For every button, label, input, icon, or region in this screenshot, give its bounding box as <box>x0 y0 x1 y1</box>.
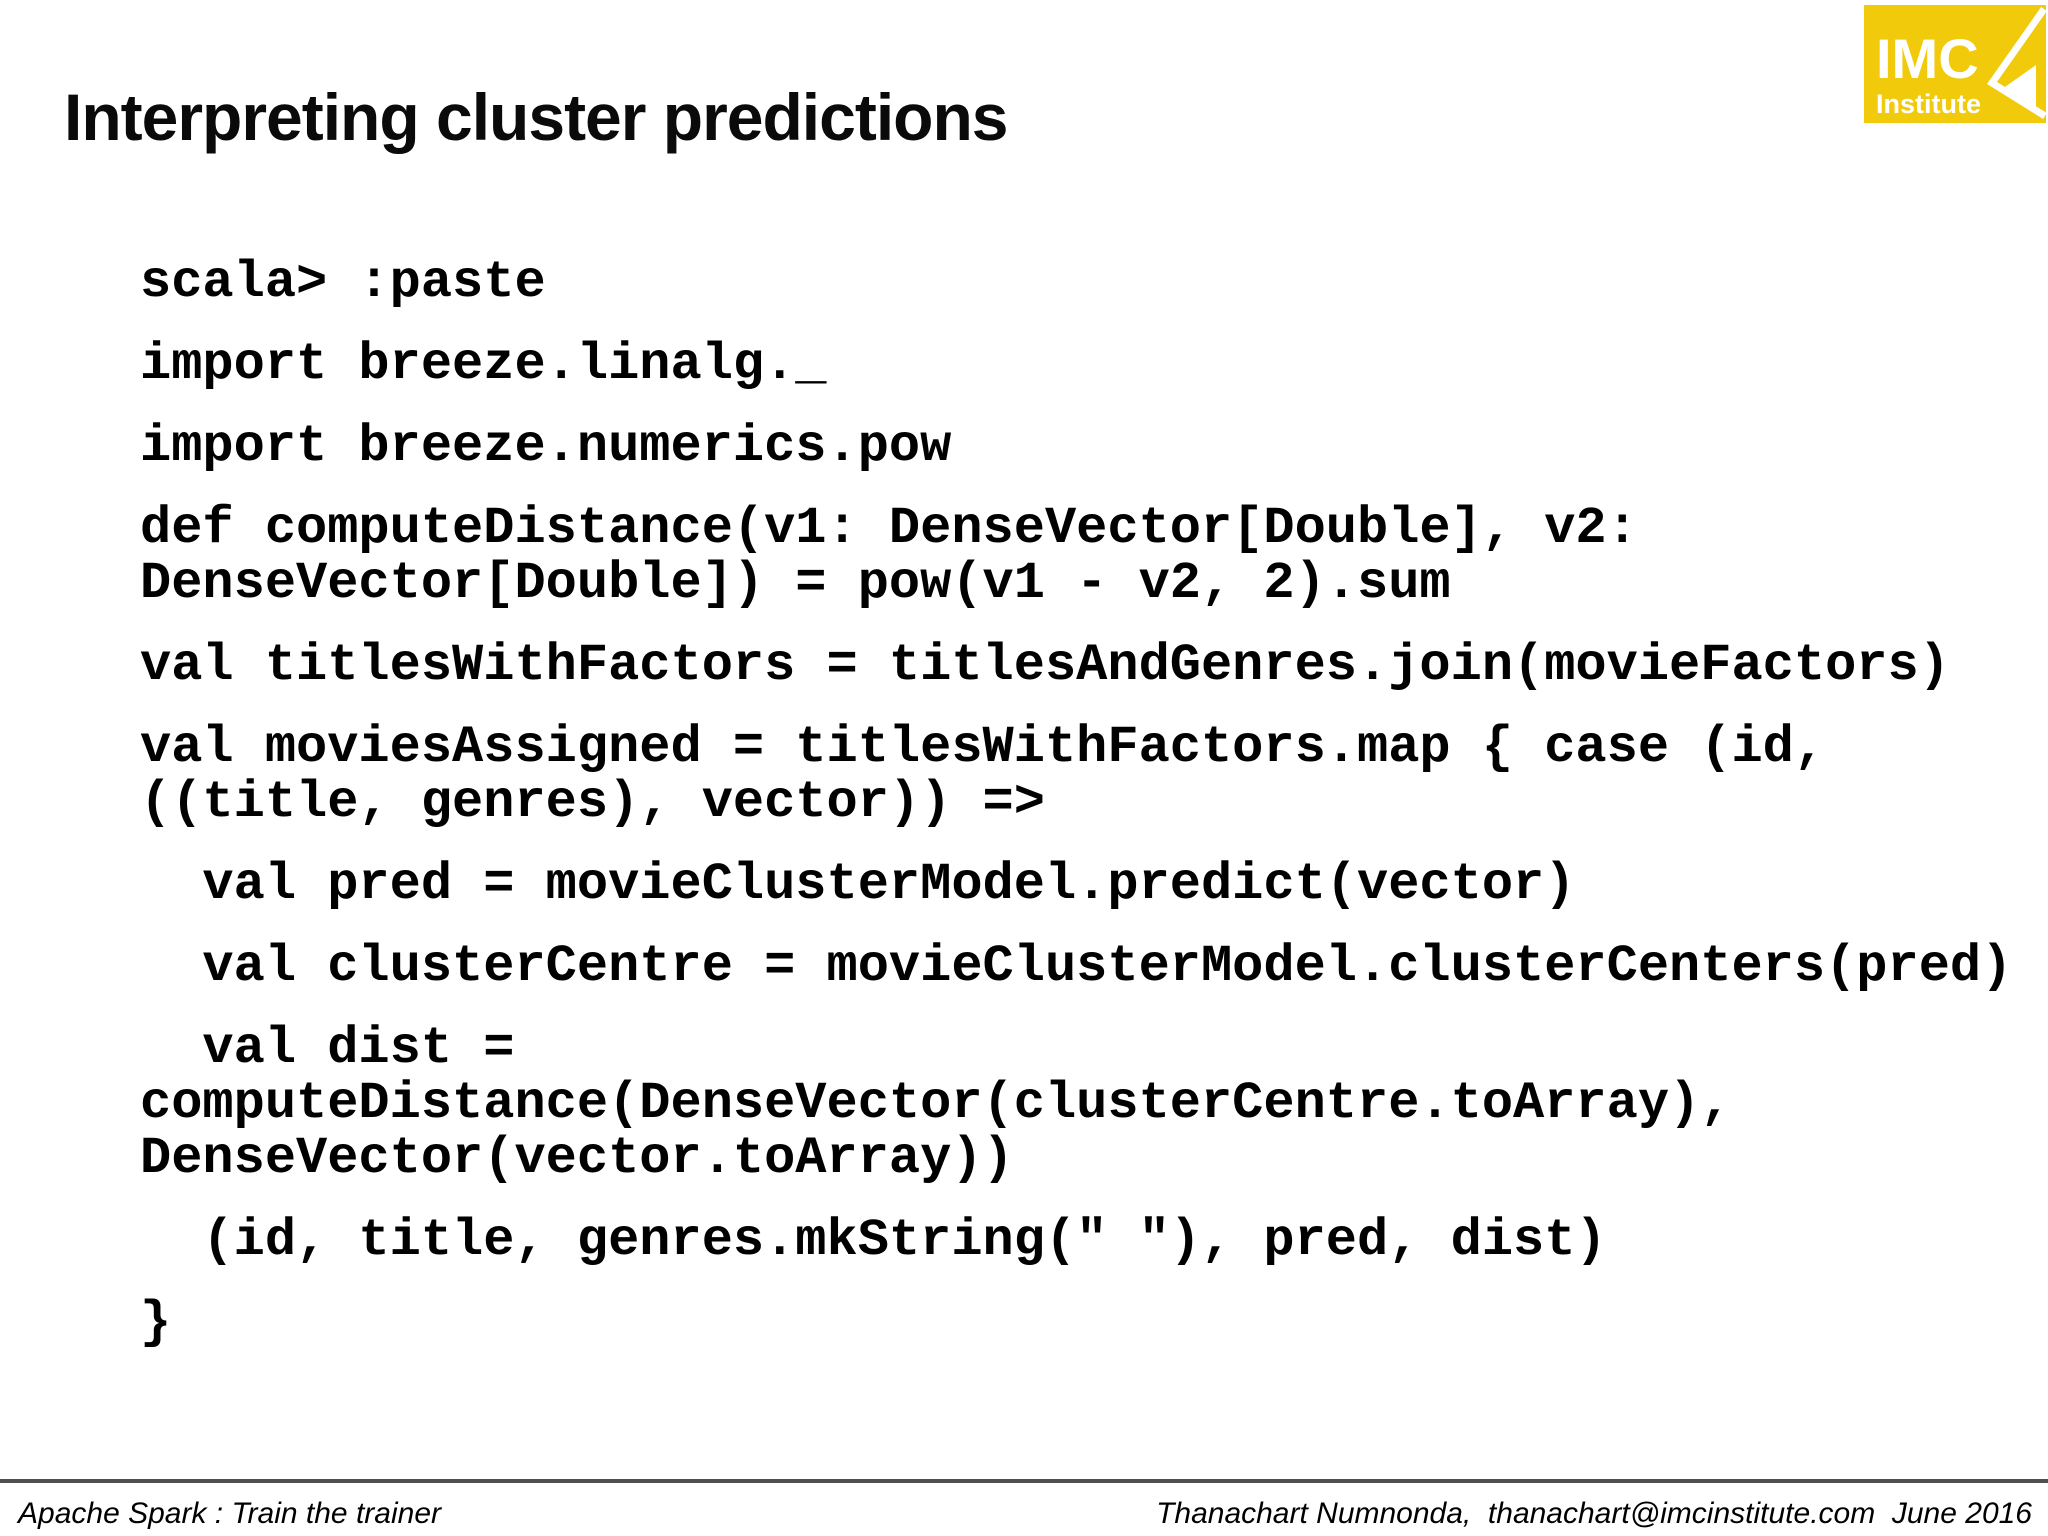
code-line: (id, title, genres.mkString(" "), pred, … <box>140 1211 1607 1270</box>
logo-imc-text: IMC <box>1876 27 1979 90</box>
code-line: scala> :paste <box>140 253 546 312</box>
code-paragraph: def computeDistance(v1: DenseVector[Doub… <box>140 501 2030 611</box>
code-paragraph: import breeze.numerics.pow <box>140 419 2030 474</box>
chevron-left-icon <box>1987 6 2046 119</box>
code-paragraph: val titlesWithFactors = titlesAndGenres.… <box>140 638 2030 693</box>
code-paragraph: val pred = movieClusterModel.predict(vec… <box>140 857 2030 912</box>
code-paragraph: val clusterCentre = movieClusterModel.cl… <box>140 939 2030 994</box>
footer-right-text: Thanachart Numnonda, thanachart@imcinsti… <box>1156 1497 2032 1530</box>
code-paragraph: import breeze.linalg._ <box>140 337 2030 392</box>
code-line: val clusterCentre = movieClusterModel.cl… <box>140 937 2013 996</box>
code-line: import breeze.linalg._ <box>140 335 827 394</box>
code-paragraph: } <box>140 1295 2030 1350</box>
footer-divider <box>0 1479 2048 1483</box>
code-line: ((title, genres), vector)) => <box>140 773 1045 832</box>
code-line: val titlesWithFactors = titlesAndGenres.… <box>140 636 1950 695</box>
code-paragraph: val moviesAssigned = titlesWithFactors.m… <box>140 720 2030 830</box>
code-line: } <box>140 1293 172 1352</box>
code-line: def computeDistance(v1: DenseVector[Doub… <box>140 499 1638 558</box>
code-paragraph: (id, title, genres.mkString(" "), pred, … <box>140 1213 2030 1268</box>
page-title: Interpreting cluster predictions <box>64 80 1008 154</box>
code-line: DenseVector[Double]) = pow(v1 - v2, 2).s… <box>140 554 1451 613</box>
imc-logo: IMC Institute <box>1864 5 2046 123</box>
code-line: val moviesAssigned = titlesWithFactors.m… <box>140 718 1826 777</box>
code-line: val dist = <box>140 1019 515 1078</box>
code-line: computeDistance(DenseVector(clusterCentr… <box>140 1074 1732 1133</box>
footer-left-text: Apache Spark : Train the trainer <box>18 1497 441 1530</box>
code-line: val pred = movieClusterModel.predict(vec… <box>140 855 1576 914</box>
code-line: DenseVector(vector.toArray)) <box>140 1129 1014 1188</box>
logo-institute-text: Institute <box>1876 89 1981 119</box>
code-paragraph: val dist = computeDistance(DenseVector(c… <box>140 1021 2030 1186</box>
code-line: import breeze.numerics.pow <box>140 417 952 476</box>
code-block: scala> :paste import breeze.linalg._ imp… <box>140 255 2030 1377</box>
code-paragraph: scala> :paste <box>140 255 2030 310</box>
